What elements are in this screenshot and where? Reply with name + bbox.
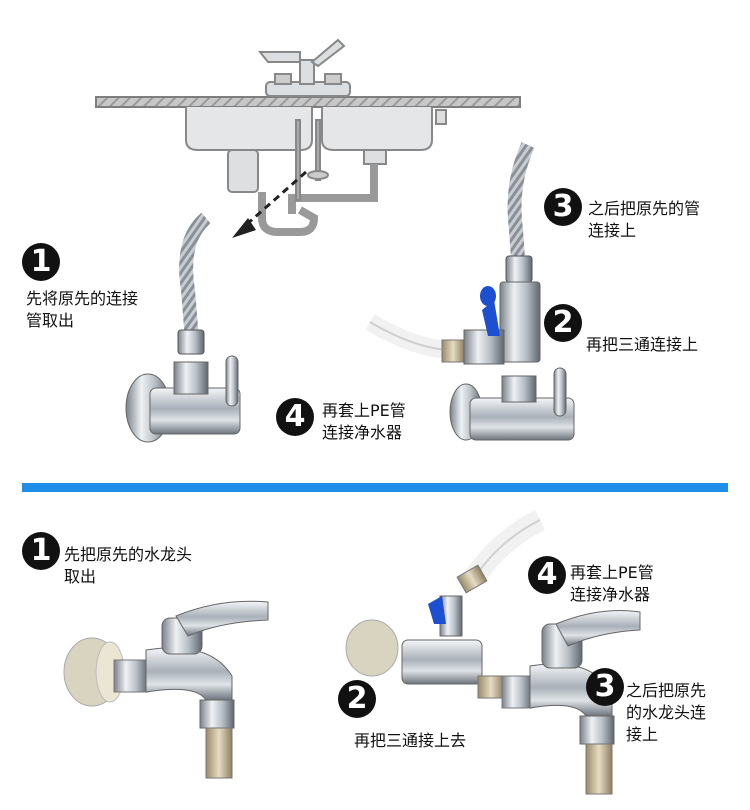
top-step4-badge: 4 bbox=[276, 398, 314, 436]
top-step2-badge: 2 bbox=[544, 304, 582, 342]
section-divider bbox=[22, 483, 728, 492]
bottom-step1-text: 先把原先的水龙头 取出 bbox=[64, 545, 193, 586]
top-step3-text: 之后把原先的管 连接上 bbox=[588, 199, 701, 240]
angle-valve-left bbox=[125, 212, 241, 443]
top-step1-badge: 1 bbox=[22, 243, 60, 281]
faucet-left bbox=[63, 600, 269, 779]
top-step3-badge: 3 bbox=[544, 188, 582, 226]
bottom-step1-badge: 1 bbox=[22, 532, 60, 570]
bottom-step4-badge: 4 bbox=[528, 556, 566, 594]
angle-valve-right-assembly bbox=[365, 142, 575, 441]
bottom-step2-text: 再把三通接上去 bbox=[354, 731, 467, 750]
remove-arrow bbox=[232, 170, 307, 238]
faucet-right-assembly bbox=[345, 510, 641, 795]
bottom-step4-text: 再套上PE管 连接净水器 bbox=[570, 563, 654, 604]
top-step1-text: 先将原先的连接 管取出 bbox=[26, 289, 139, 330]
top-step4-text: 再套上PE管 连接净水器 bbox=[322, 401, 406, 442]
bottom-step2-badge: 2 bbox=[338, 680, 376, 718]
sink-diagram bbox=[95, 38, 521, 236]
top-step2-text: 再把三通连接上 bbox=[586, 335, 699, 354]
bottom-step3-text: 之后把原先 的水龙头连 接上 bbox=[626, 681, 707, 744]
bottom-step3-badge: 3 bbox=[586, 668, 624, 706]
